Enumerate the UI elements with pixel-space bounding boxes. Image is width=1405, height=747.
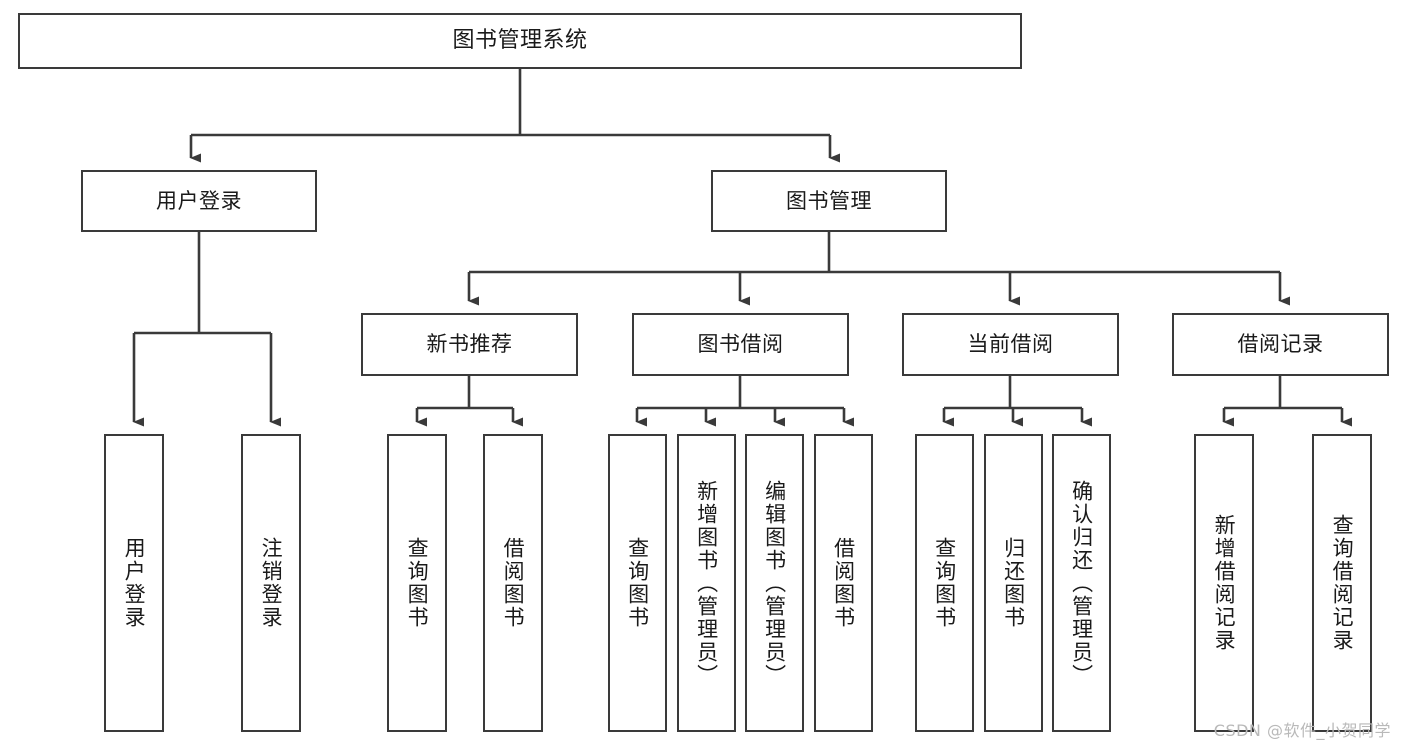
node-leaf-query-book-3[interactable]: 查询图书 bbox=[915, 434, 974, 732]
node-leaf-add-book-label: 新增图书（管理员） bbox=[694, 479, 719, 687]
node-user-login-label: 用户登录 bbox=[156, 188, 242, 213]
node-book-manage[interactable]: 图书管理 bbox=[711, 170, 947, 232]
node-new-book-recommend[interactable]: 新书推荐 bbox=[361, 313, 578, 376]
node-leaf-query-record-label: 查询借阅记录 bbox=[1330, 514, 1355, 652]
node-root[interactable]: 图书管理系统 bbox=[18, 13, 1022, 69]
node-leaf-return-book-label: 归还图书 bbox=[1001, 537, 1026, 629]
node-root-label: 图书管理系统 bbox=[452, 28, 588, 54]
node-leaf-borrow-book-1-label: 借阅图书 bbox=[501, 537, 526, 629]
node-leaf-edit-book[interactable]: 编辑图书（管理员） bbox=[745, 434, 804, 732]
node-leaf-borrow-book-2[interactable]: 借阅图书 bbox=[814, 434, 873, 732]
node-leaf-confirm-return-label: 确认归还（管理员） bbox=[1069, 479, 1094, 687]
node-leaf-query-record[interactable]: 查询借阅记录 bbox=[1312, 434, 1372, 732]
node-leaf-logout[interactable]: 注销登录 bbox=[241, 434, 301, 732]
node-new-book-recommend-label: 新书推荐 bbox=[426, 332, 513, 357]
node-book-manage-label: 图书管理 bbox=[786, 188, 872, 213]
node-book-borrow-label: 图书借阅 bbox=[697, 332, 784, 357]
node-leaf-query-book-2-label: 查询图书 bbox=[625, 537, 650, 629]
node-borrow-record[interactable]: 借阅记录 bbox=[1172, 313, 1389, 376]
node-current-borrow-label: 当前借阅 bbox=[967, 332, 1054, 357]
node-borrow-record-label: 借阅记录 bbox=[1237, 332, 1324, 357]
node-leaf-return-book[interactable]: 归还图书 bbox=[984, 434, 1043, 732]
node-leaf-query-book-1[interactable]: 查询图书 bbox=[387, 434, 447, 732]
node-leaf-add-book[interactable]: 新增图书（管理员） bbox=[677, 434, 736, 732]
node-leaf-add-record[interactable]: 新增借阅记录 bbox=[1194, 434, 1254, 732]
connectors bbox=[132, 69, 1352, 427]
node-leaf-add-record-label: 新增借阅记录 bbox=[1212, 514, 1237, 652]
node-leaf-logout-label: 注销登录 bbox=[259, 537, 284, 629]
node-current-borrow[interactable]: 当前借阅 bbox=[902, 313, 1119, 376]
node-leaf-query-book-2[interactable]: 查询图书 bbox=[608, 434, 667, 732]
node-leaf-borrow-book-2-label: 借阅图书 bbox=[831, 537, 856, 629]
node-leaf-user-login-label: 用户登录 bbox=[122, 537, 147, 629]
node-leaf-edit-book-label: 编辑图书（管理员） bbox=[762, 479, 787, 687]
node-leaf-user-login[interactable]: 用户登录 bbox=[104, 434, 164, 732]
node-leaf-query-book-3-label: 查询图书 bbox=[932, 537, 957, 629]
node-leaf-borrow-book-1[interactable]: 借阅图书 bbox=[483, 434, 543, 732]
node-leaf-confirm-return[interactable]: 确认归还（管理员） bbox=[1052, 434, 1111, 732]
node-book-borrow[interactable]: 图书借阅 bbox=[632, 313, 849, 376]
node-user-login[interactable]: 用户登录 bbox=[81, 170, 317, 232]
node-leaf-query-book-1-label: 查询图书 bbox=[405, 537, 430, 629]
